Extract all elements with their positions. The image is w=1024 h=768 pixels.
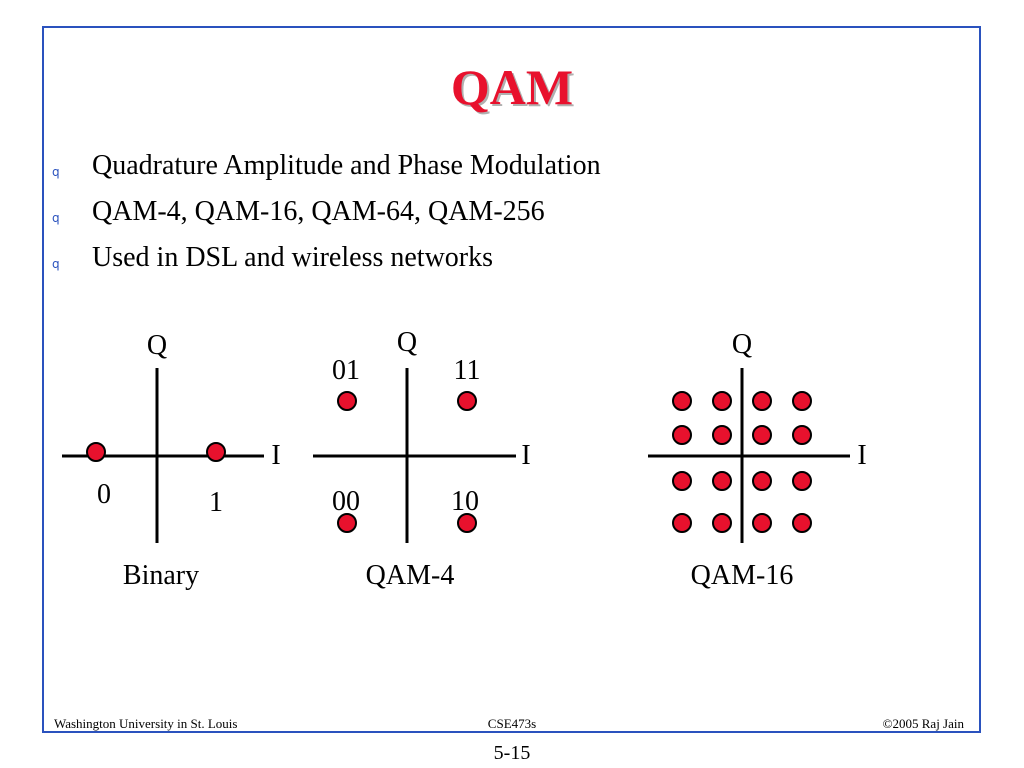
binary-caption: Binary bbox=[123, 560, 199, 591]
binary-q-label: Q bbox=[147, 330, 167, 361]
qam4-caption: QAM-4 bbox=[366, 560, 455, 591]
bullet-text: Used in DSL and wireless networks bbox=[92, 242, 494, 273]
bullet-text: Quadrature Amplitude and Phase Modulatio… bbox=[92, 150, 601, 181]
qam4-point bbox=[457, 513, 477, 533]
binary-point bbox=[206, 442, 226, 462]
binary-diagram: Q I 0 1 Binary bbox=[62, 330, 281, 591]
footer-center: CSE473s bbox=[487, 716, 537, 731]
binary-point bbox=[86, 442, 106, 462]
qam4-i-label: I bbox=[521, 440, 530, 471]
qam4-q-label: Q bbox=[397, 327, 417, 358]
qam16-point bbox=[712, 471, 732, 491]
bullet-marker-icon: q bbox=[52, 165, 60, 179]
qam16-point bbox=[792, 391, 812, 411]
qam16-point bbox=[672, 513, 692, 533]
page-number: 5-15 bbox=[493, 742, 531, 764]
qam16-point bbox=[712, 425, 732, 445]
qam16-point bbox=[792, 471, 812, 491]
qam16-diagram: Q I QAM-16 bbox=[648, 329, 867, 591]
qam16-point bbox=[752, 391, 772, 411]
qam4-point bbox=[337, 513, 357, 533]
slide-title: QAM bbox=[450, 59, 574, 115]
footer-left: Washington University in St. Louis bbox=[54, 716, 238, 731]
qam4-point-label: 00 bbox=[332, 486, 360, 517]
qam16-points bbox=[672, 391, 812, 533]
footer-right: ©2005 Raj Jain bbox=[882, 716, 964, 731]
qam16-q-label: Q bbox=[732, 329, 752, 360]
binary-point-label: 0 bbox=[97, 479, 111, 510]
bullet-marker-icon: q bbox=[52, 257, 60, 271]
bullet-text: QAM-4, QAM-16, QAM-64, QAM-256 bbox=[92, 196, 545, 227]
binary-point-label: 1 bbox=[209, 487, 223, 518]
qam4-point-label: 10 bbox=[451, 486, 479, 517]
qam4-diagram: Q I 01 11 00 10 QAM-4 bbox=[313, 327, 531, 591]
qam4-point bbox=[337, 391, 357, 411]
qam16-caption: QAM-16 bbox=[691, 560, 794, 591]
qam16-point bbox=[752, 425, 772, 445]
bullet-marker-icon: q bbox=[52, 211, 60, 225]
qam4-point-label: 11 bbox=[454, 355, 481, 386]
qam16-point bbox=[752, 513, 772, 533]
qam16-point bbox=[792, 513, 812, 533]
qam16-point bbox=[712, 513, 732, 533]
qam16-point bbox=[672, 391, 692, 411]
qam4-point bbox=[457, 391, 477, 411]
slide-frame bbox=[42, 26, 981, 733]
binary-i-label: I bbox=[271, 440, 280, 471]
qam4-point-label: 01 bbox=[332, 355, 360, 386]
qam16-i-label: I bbox=[857, 440, 866, 471]
qam16-point bbox=[792, 425, 812, 445]
qam16-point bbox=[672, 471, 692, 491]
qam16-point bbox=[712, 391, 732, 411]
qam16-point bbox=[672, 425, 692, 445]
qam16-point bbox=[752, 471, 772, 491]
